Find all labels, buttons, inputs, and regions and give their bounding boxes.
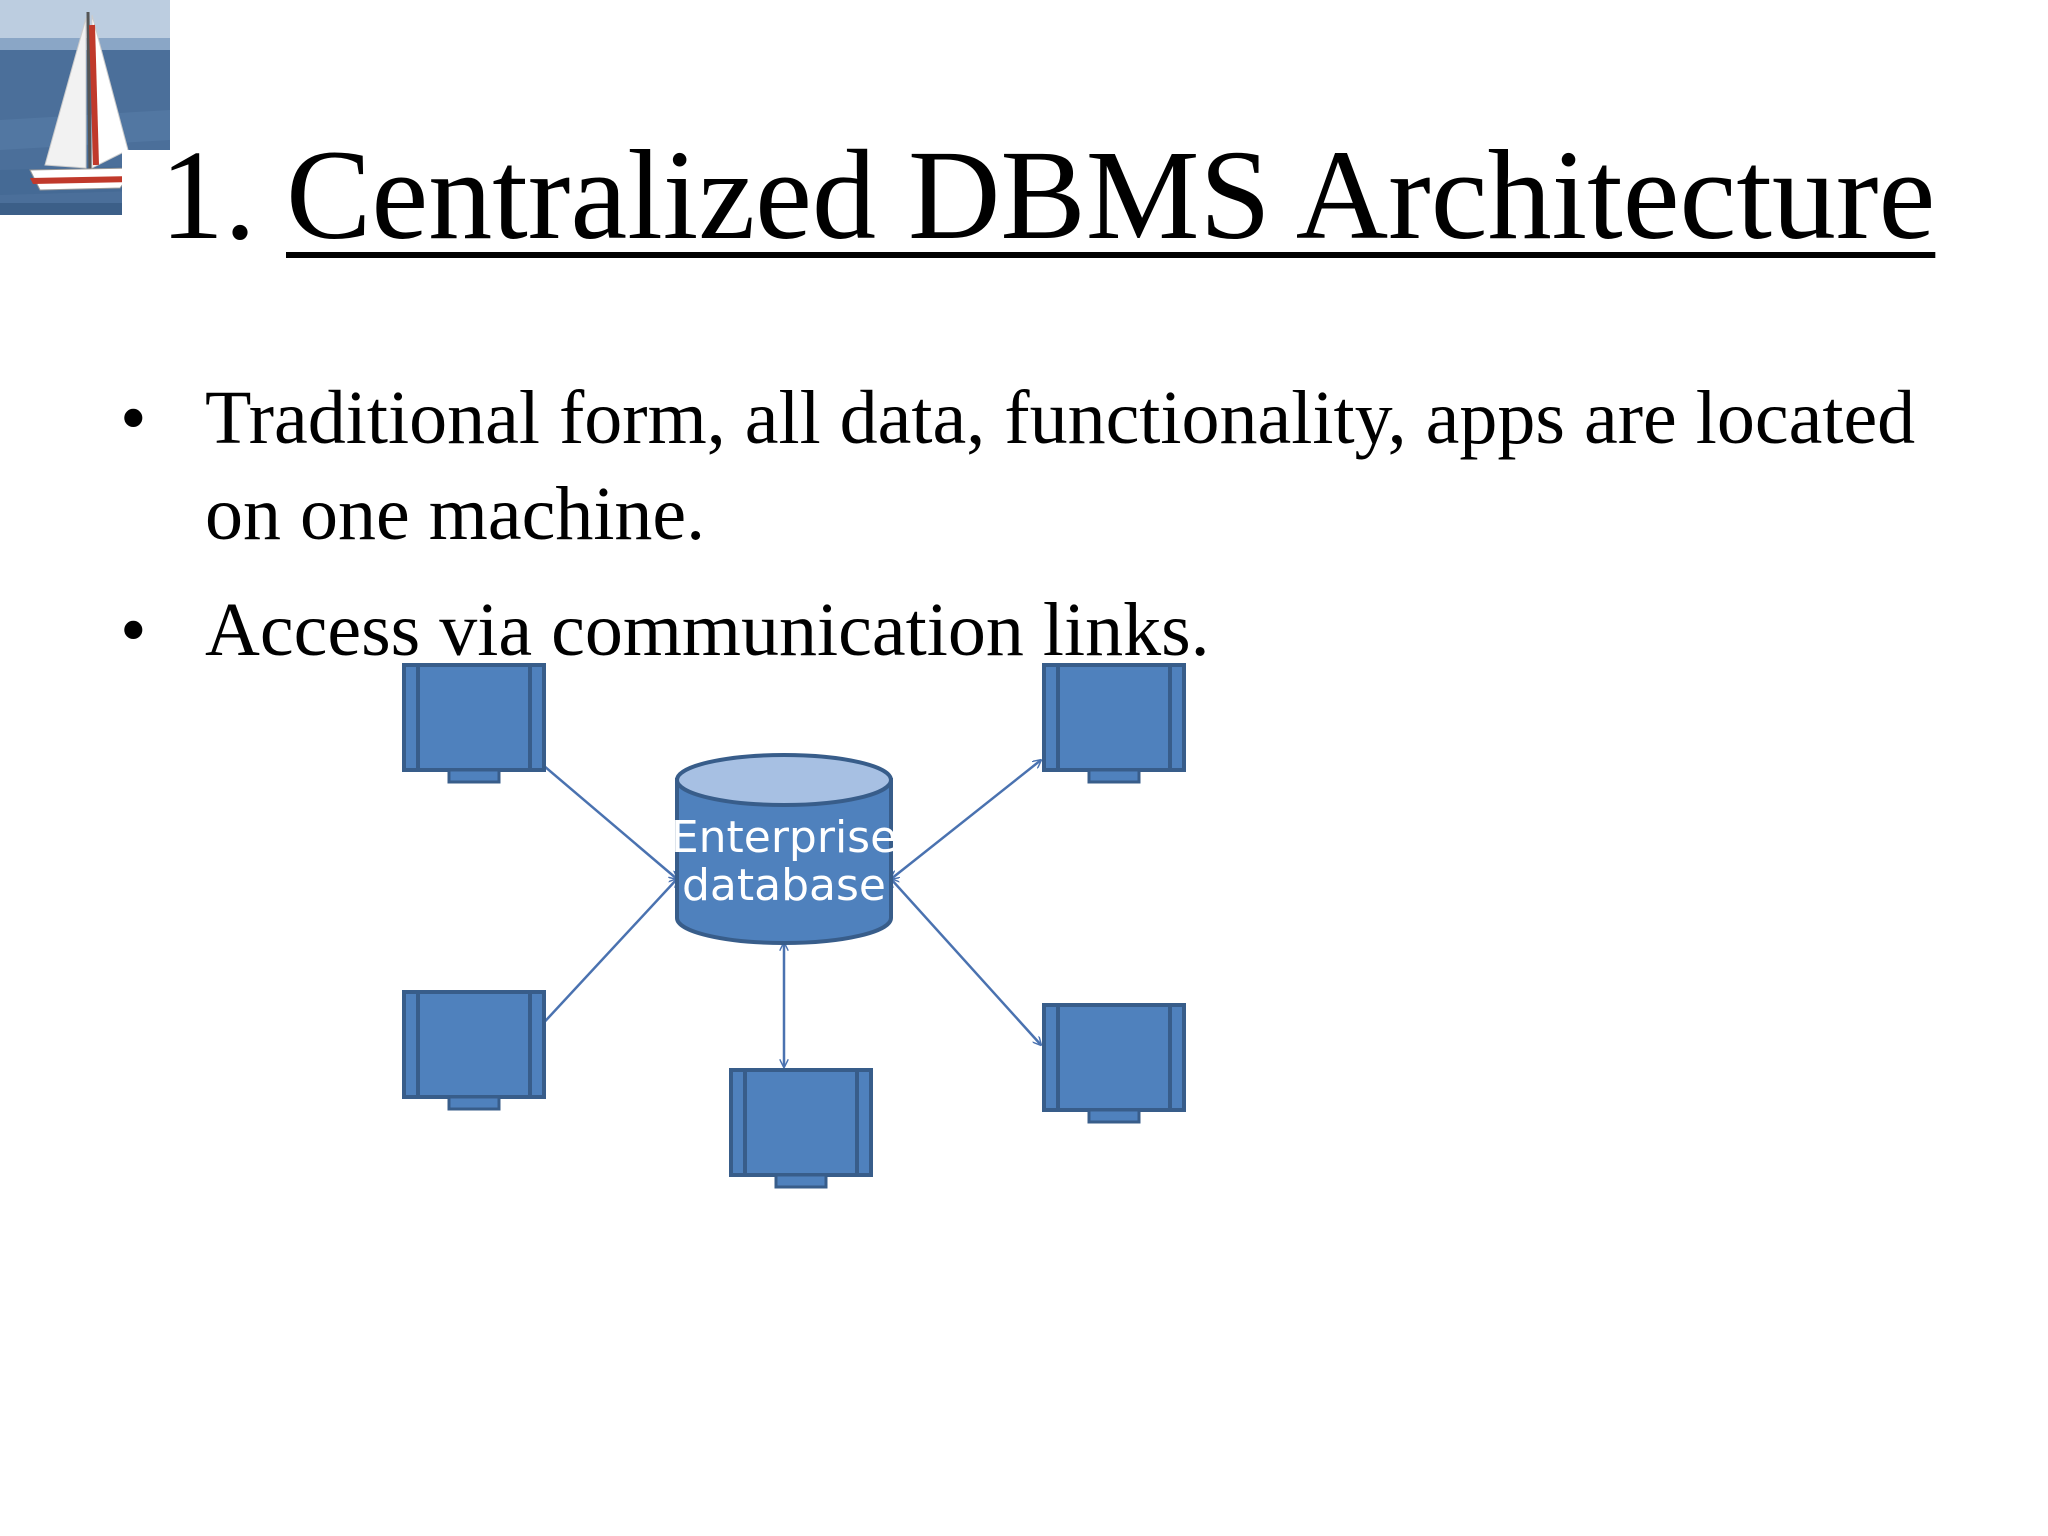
- link-bottom-right: [891, 879, 1041, 1045]
- bullet-dot: •: [120, 376, 147, 460]
- computer-monitor-icon: [402, 990, 546, 1111]
- computer-monitor-icon: [1042, 1003, 1186, 1124]
- link-top-right: [891, 760, 1041, 879]
- computer-monitor-icon: [729, 1068, 873, 1189]
- slide-title: 1.Centralized DBMS Architecture: [160, 120, 1935, 270]
- database-label-line1: Enterprise: [671, 812, 897, 863]
- slide-title-number: 1.: [160, 124, 256, 266]
- computer-monitor-icon: [1042, 663, 1186, 784]
- link-top-left: [537, 760, 677, 879]
- enterprise-database-node: Enterprise database: [671, 753, 897, 945]
- bullet-dot: •: [120, 588, 147, 672]
- link-bottom-left: [537, 879, 677, 1030]
- bullet-text: Access via communication links.: [205, 588, 1210, 672]
- bullet-item: • Traditional form, all data, functional…: [120, 370, 1920, 562]
- slide-title-text: Centralized DBMS Architecture: [286, 124, 1936, 266]
- computer-monitor-icon: [402, 663, 546, 784]
- bullet-item: • Access via communication links.: [120, 582, 1920, 678]
- bullet-text: Traditional form, all data, functionalit…: [205, 376, 1916, 556]
- sailboat-logo-icon: [0, 0, 170, 215]
- bullet-list: • Traditional form, all data, functional…: [120, 370, 1920, 698]
- database-label-line2: database: [682, 860, 886, 911]
